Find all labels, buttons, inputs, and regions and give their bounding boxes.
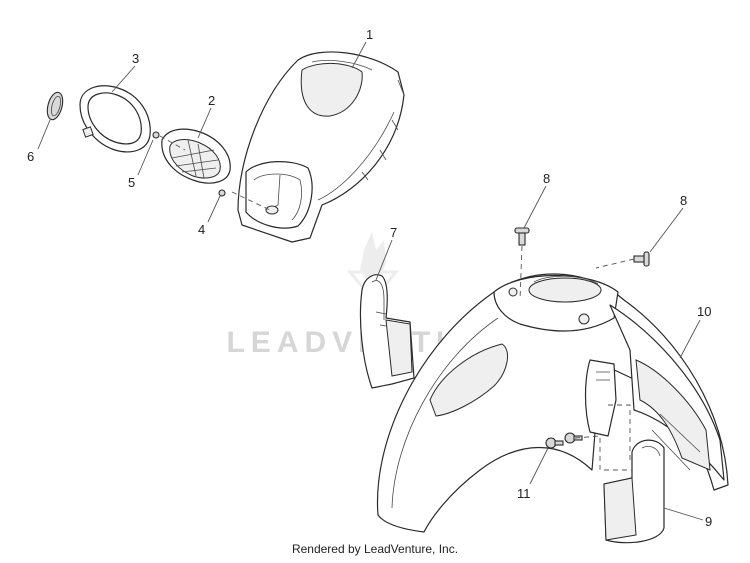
- callout-11: 11: [517, 486, 531, 501]
- callout-4: 4: [198, 222, 205, 237]
- part-8-rivet-top[interactable]: [514, 227, 530, 246]
- callout-8-right: 8: [680, 193, 687, 208]
- part-3-headlight-bezel[interactable]: [79, 85, 151, 153]
- callout-5: 5: [128, 175, 135, 190]
- part-2-headlight[interactable]: [161, 128, 231, 184]
- footer-credit: Rendered by LeadVenture, Inc.: [291, 542, 459, 556]
- part-7-mud-flap[interactable]: [359, 274, 415, 389]
- callout-6: 6: [27, 149, 34, 164]
- part-8-rivet-right[interactable]: [633, 251, 650, 267]
- leader-lines: [37, 41, 704, 521]
- assembly-guide-lines: [159, 135, 635, 471]
- callout-1: 1: [366, 27, 373, 42]
- callout-7: 7: [390, 225, 397, 240]
- part-4-screw[interactable]: [218, 189, 226, 197]
- callout-3: 3: [132, 51, 139, 66]
- part-10-front-fender[interactable]: [376, 273, 729, 533]
- callout-8-top: 8: [543, 171, 550, 186]
- callout-2: 2: [208, 93, 215, 108]
- part-11-screws[interactable]: [545, 432, 583, 449]
- part-9-fender-flap[interactable]: [603, 439, 665, 544]
- part-6-lens-cap[interactable]: [45, 91, 66, 122]
- callout-numbers: 1 2 3 4 5 6 7 8 8 10 11 9: [27, 27, 712, 529]
- part-5-screw[interactable]: [152, 131, 160, 139]
- part-1-front-cowl[interactable]: [237, 51, 405, 243]
- callout-9: 9: [705, 514, 712, 529]
- callout-10: 10: [697, 304, 711, 319]
